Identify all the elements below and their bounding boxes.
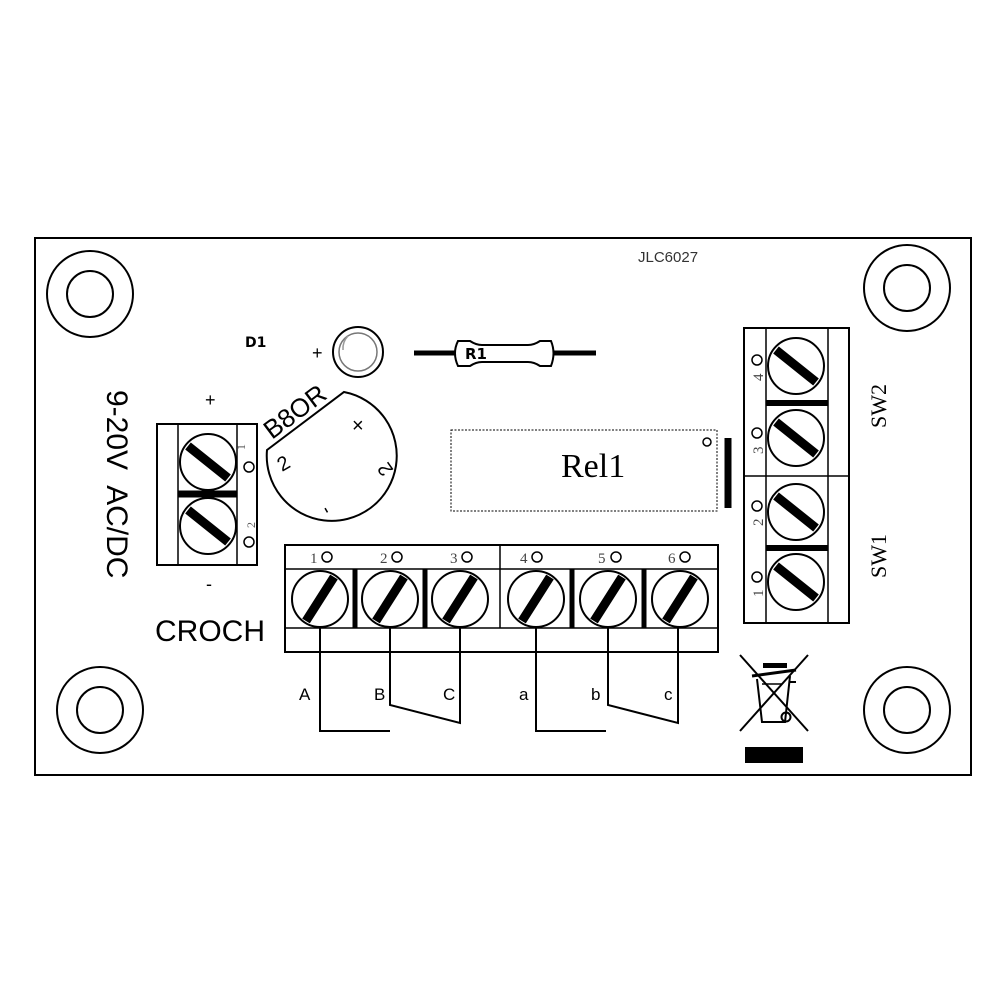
- screw-terminal-icon: [180, 498, 236, 554]
- contact-label-b: b: [591, 685, 600, 704]
- supply-minus: -: [206, 574, 212, 594]
- screw-terminal-icon: [432, 571, 488, 627]
- led-ref: D1: [245, 335, 266, 351]
- led-icon: [332, 326, 384, 378]
- screw-terminal-icon: [580, 571, 636, 627]
- supply-plus: +: [205, 390, 216, 410]
- screw-terminal-icon: [768, 484, 824, 540]
- contact-label-A: A: [299, 685, 311, 704]
- supply-label: 9-20V AC/DC: [100, 390, 133, 578]
- supply-pin-1: 1: [234, 444, 248, 450]
- screw-terminal-icon: [508, 571, 564, 627]
- mounting-hole-top-right: [863, 244, 951, 332]
- screw-terminal-icon: [768, 410, 824, 466]
- screw-terminal-icon: [362, 571, 418, 627]
- screw-terminal-icon: [292, 571, 348, 627]
- screw-terminal-icon: [180, 434, 236, 490]
- switch-terminal-block: 4 3 2 1: [743, 327, 850, 624]
- output-terminal-block: 1 2 3 4 5 6: [284, 544, 719, 653]
- contact-wiring: [319, 628, 679, 732]
- mounting-hole-bottom-left: [56, 666, 144, 754]
- switch-pin-2: 2: [751, 519, 767, 527]
- screw-terminal-icon: [768, 554, 824, 610]
- contact-label-c: c: [664, 685, 673, 704]
- switch-label-sw2: SW2: [866, 384, 891, 428]
- board-code: JLC6027: [638, 249, 698, 266]
- resistor-ref: R1: [465, 345, 487, 363]
- switch-pin-3: 3: [751, 447, 767, 455]
- contact-label-B: B: [374, 685, 385, 704]
- supply-terminal-block: 1 2: [156, 423, 258, 566]
- switch-pin-1: 1: [751, 590, 767, 598]
- bridge-outline: [265, 390, 398, 522]
- supply-pin-2: 2: [244, 522, 258, 528]
- resistor-icon: [414, 340, 596, 367]
- output-pin-6: 6: [668, 551, 676, 567]
- mounting-hole-bottom-right: [863, 666, 951, 754]
- contact-label-a: a: [519, 685, 529, 704]
- switch-label-sw1: SW1: [866, 534, 891, 578]
- contact-label-C: C: [443, 685, 455, 704]
- output-pin-4: 4: [520, 551, 528, 567]
- module-name: CROCH: [155, 615, 265, 648]
- relay-outline: [450, 429, 718, 512]
- mounting-hole-top-left: [46, 250, 134, 338]
- weee-bin-icon: [739, 654, 809, 763]
- output-pin-2: 2: [380, 551, 388, 567]
- output-pin-5: 5: [598, 551, 606, 567]
- screw-terminal-icon: [652, 571, 708, 627]
- screw-terminal-icon: [768, 338, 824, 394]
- output-pin-1: 1: [310, 551, 318, 567]
- led-polarity: +: [312, 343, 323, 363]
- bridge-pin-plus: ×: [352, 415, 364, 437]
- output-pin-3: 3: [450, 551, 458, 567]
- switch-pin-4: 4: [751, 373, 767, 381]
- relay-ref: Rel1: [561, 448, 625, 485]
